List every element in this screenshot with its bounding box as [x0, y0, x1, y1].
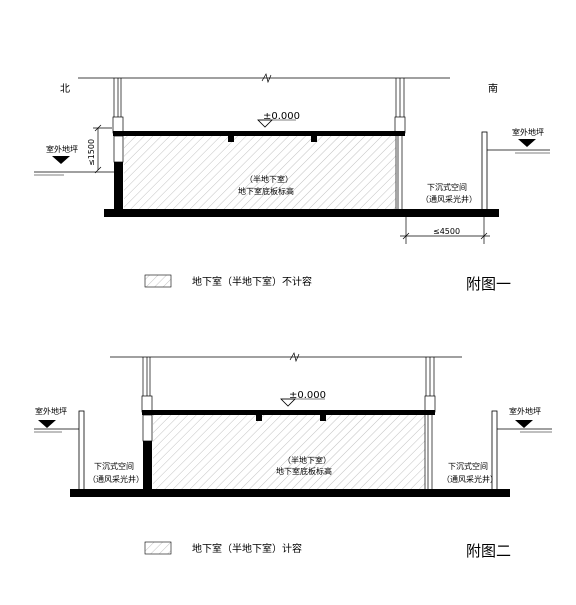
height-dim-label: ≤1500: [87, 139, 96, 166]
right-outdoor-grade: [491, 410, 552, 492]
outdoor-grade-left-label: 室外地坪: [46, 144, 78, 154]
legend-text: 地下室（半地下室）不计容: [192, 275, 312, 288]
basement-area-hatch: [153, 415, 425, 489]
right-outdoor-grade: [481, 131, 550, 213]
figure-2: 室外地坪 室外地坪 ±0.000 （半地下室） 地下室底板标高 下沉式空间 （通…: [34, 352, 552, 560]
sunken-left-label-1: 下沉式空间: [94, 461, 134, 471]
floor-level-marker: [280, 398, 325, 407]
room-label-1: （半地下室）: [283, 455, 331, 465]
south-label: 南: [488, 82, 498, 95]
basement-area-hatch: [124, 136, 396, 209]
width-dimension: [400, 212, 490, 244]
figure-caption: 附图一: [466, 275, 511, 293]
legend-text: 地下室（半地下室）计容: [192, 542, 302, 555]
sunken-label-2: （通风采光井）: [421, 194, 477, 204]
floor-level-marker: [257, 119, 296, 128]
basement-bottom-slab: [104, 209, 499, 217]
legend-swatch: [144, 274, 172, 288]
sunken-right-label-2: （通风采光井）: [442, 474, 498, 484]
sunken-right-label-1: 下沉式空间: [448, 461, 488, 471]
left-outdoor-grade: [34, 156, 114, 176]
figure-1: 北 南 室外地坪 室外地坪 ≤1500 ±0.000 （半地下室） 地下室底板标…: [34, 73, 550, 293]
floor-level-label: ±0.000: [263, 111, 300, 122]
legend-swatch: [144, 541, 172, 555]
outdoor-grade-left-label: 室外地坪: [35, 406, 67, 416]
left-column: [141, 357, 153, 413]
sunken-left-label-2: （通风采光井）: [88, 474, 144, 484]
figure-caption: 附图二: [466, 542, 511, 560]
outdoor-grade-right-label: 室外地坪: [509, 406, 541, 416]
outdoor-grade-right-label: 室外地坪: [512, 127, 544, 137]
north-label: 北: [60, 83, 70, 95]
height-dimension: [93, 124, 112, 174]
width-dim-label: ≤4500: [433, 227, 460, 236]
ground-floor-slab: [113, 131, 405, 136]
ground-floor-slab: [142, 410, 435, 415]
floor-level-label: ±0.000: [289, 390, 326, 401]
left-basement-wall: [114, 162, 123, 210]
right-column: [394, 78, 406, 210]
room-label-2: 地下室底板标高: [276, 466, 332, 476]
left-column: [112, 78, 124, 134]
room-label-1: （半地下室）: [245, 174, 293, 184]
left-outdoor-grade: [34, 410, 85, 492]
room-label-2: 地下室底板标高: [238, 186, 294, 196]
left-basement-wall: [143, 441, 152, 489]
right-column: [424, 357, 436, 489]
sunken-label-1: 下沉式空间: [427, 182, 467, 192]
basement-bottom-slab: [70, 489, 510, 497]
